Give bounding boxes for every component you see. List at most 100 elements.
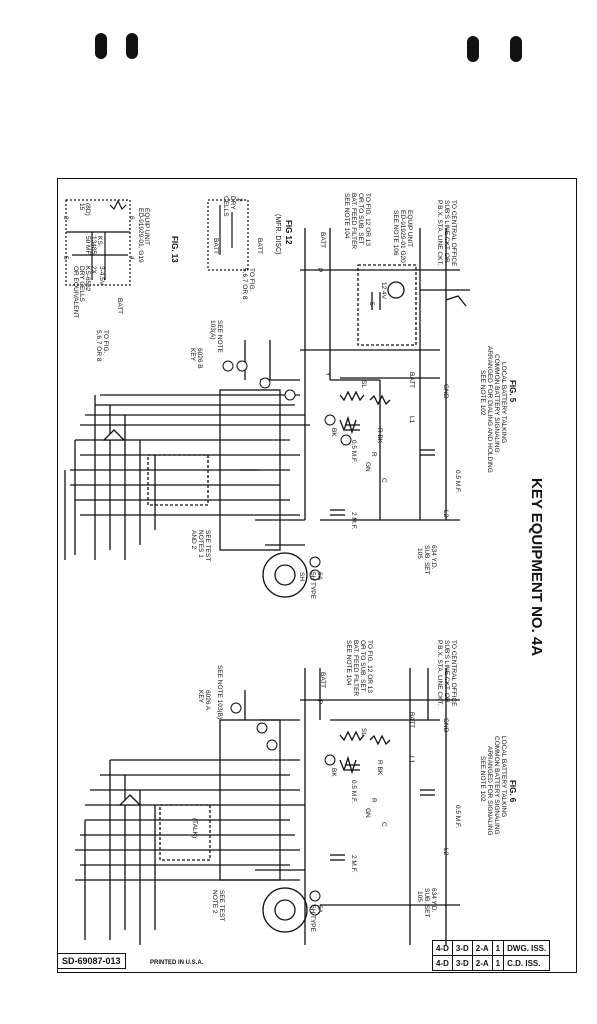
fig5-lbl-5: 5 bbox=[368, 302, 375, 306]
fig13-res-1: KS- bbox=[96, 236, 103, 247]
fig13 bbox=[65, 199, 131, 286]
fig5-markers bbox=[222, 360, 352, 581]
fig13-term-5: 5 bbox=[62, 256, 69, 260]
fig5-tofig-2: OR TO SUB. SET bbox=[357, 193, 364, 245]
fig5-desc-2: COMMON BATTERY SIGNALING bbox=[493, 354, 500, 453]
fig6-lbl-sl: SL bbox=[360, 728, 367, 736]
fig5-seenote-1: SEE NOTE bbox=[216, 320, 223, 354]
fig5-tofig-3: BAT. FEED FILTER bbox=[350, 193, 357, 249]
fig5-lbl-sh: SH bbox=[298, 572, 305, 581]
fig5-lbl-r: R bbox=[370, 452, 377, 457]
fig12-tofig-1: TO FIG. bbox=[248, 268, 255, 292]
fig5-tofig-1: TO FIG. 12 OR 13 bbox=[364, 193, 371, 246]
fig12-tofig-2: 5,6,7 OR 8 bbox=[241, 268, 248, 300]
fig12-cells-3: CELLS bbox=[222, 196, 229, 217]
fig6-tofig-1: TO FIG. 12 OR 13 bbox=[366, 640, 373, 693]
fig5-seenote-2: 103(A) bbox=[209, 320, 216, 340]
fig6-dial-2: 5H TYPE bbox=[309, 905, 316, 933]
fig5-lbl-rbk: R BK bbox=[376, 428, 383, 444]
fig6-desc-2: COMMON BATTERY SIGNALING bbox=[493, 736, 500, 835]
fig5-desc-4: SEE NOTE 102 bbox=[479, 370, 486, 416]
fig6-lbl-bk: BK bbox=[330, 768, 337, 777]
fig5-dial-1: 6A bbox=[316, 572, 323, 581]
fig6-dial-1: 6A bbox=[316, 905, 323, 914]
fig6-cap-1: 0.5 M.F. bbox=[350, 780, 357, 803]
issue-cell: 1 bbox=[491, 955, 505, 971]
fig5-desc-1: LOCAL BATTERY TALKING bbox=[500, 362, 507, 443]
fig6-talk: (TALK) bbox=[191, 818, 198, 838]
fig5-toco-2: SUB'S LINE CKT. OR bbox=[443, 200, 450, 263]
issue-label: C.D. ISS. bbox=[503, 955, 551, 971]
fig6-test-1: SEE TEST bbox=[218, 890, 225, 921]
fig12 bbox=[207, 199, 249, 271]
fig6-lbl-c: C bbox=[380, 822, 387, 827]
issue-cell: 4-D bbox=[432, 955, 453, 971]
fig5-lbl-c: C bbox=[380, 478, 387, 483]
fig5-subset-1: 634 Y.D. bbox=[430, 545, 437, 570]
page-title: KEY EQUIPMENT NO. 4A bbox=[528, 478, 545, 656]
fig13-tofig-2: 5,6,7 OR 8 bbox=[95, 330, 102, 362]
fig13-dry-3: OR EQUIVALENT bbox=[72, 266, 79, 318]
fig6-key-1: 6026 A bbox=[204, 690, 211, 711]
issue-label: DWG. ISS. bbox=[503, 940, 551, 956]
fig6-key-2: KEY bbox=[197, 690, 204, 704]
fig6-subset-2: SUB. SET bbox=[423, 888, 430, 918]
fig5-test-3: AND 2 bbox=[190, 530, 197, 550]
fig5-lbl-bk: BK bbox=[330, 428, 337, 437]
fig5-lbl-batt-b: BATT bbox=[408, 372, 415, 388]
fig13-term-4: 4 bbox=[128, 256, 135, 260]
issue-cell: 2-A bbox=[471, 940, 493, 956]
fig13-title: FIG. 13 bbox=[170, 236, 179, 263]
fig6-title: FIG. 6 bbox=[508, 780, 517, 803]
fig5-subset-3: 105 bbox=[416, 548, 423, 559]
issue-cell: 3-D bbox=[451, 955, 473, 971]
fig12-cells-2: DRY bbox=[229, 196, 236, 210]
fig12-batt-a: BATT bbox=[212, 238, 219, 254]
fig6-desc-3: ARRANGED FOR SIGNALING bbox=[486, 746, 493, 836]
fig6-lbl-batt-a: BATT bbox=[319, 672, 326, 688]
issue-cell: 2-A bbox=[471, 955, 493, 971]
fig13-cap-1: (8D) bbox=[84, 203, 91, 216]
fig6-test-2: NOTE 2 bbox=[211, 890, 218, 914]
fig5-lbl-gn: GN bbox=[364, 462, 371, 472]
fig6-toco-2: SUB'S LINE CKT. OR bbox=[443, 640, 450, 703]
fig6-desc-4: SEE NOTE 102 bbox=[479, 756, 486, 802]
fig12-batt-b: BATT bbox=[256, 238, 263, 254]
issue-cell: 3-D bbox=[451, 940, 473, 956]
fig13-dry-2: DRY CELLS bbox=[78, 266, 85, 303]
printed-in: PRINTED IN U.S.A. bbox=[150, 960, 204, 966]
fig13-equip-1: EQUIP UNIT bbox=[143, 208, 150, 245]
fig5-cap-3: 0.5 M.F. bbox=[454, 470, 461, 493]
fig5-title: FIG. 5 bbox=[508, 380, 517, 403]
fig6-lbl-gnd: GND bbox=[442, 718, 449, 733]
fig5-cap-1: 0.5 M.F. bbox=[350, 440, 357, 463]
fig5-equip-1: EQUIP UNIT bbox=[406, 210, 413, 247]
fig12-cells-1: 2 bbox=[236, 198, 243, 202]
drawing-border bbox=[57, 178, 577, 973]
fig6-subset-3: 105 bbox=[416, 891, 423, 902]
issue-cell: 1 bbox=[491, 940, 505, 956]
fig6-seenote: SEE NOTE 103(B) bbox=[216, 665, 223, 719]
fig6-wiring bbox=[75, 668, 460, 945]
fig13-dry-1: 3-4.5V bbox=[98, 266, 105, 286]
fig5-equip-3: SEE NOTE 106 bbox=[392, 210, 399, 256]
fig5-equip-2: ED-91929-01 G20 bbox=[399, 210, 406, 263]
fig6-cap-2: 2 M.F. bbox=[350, 855, 357, 873]
punch-hole bbox=[95, 33, 107, 59]
fig6-lbl-rbk: R BK bbox=[376, 760, 383, 776]
fig6-toco-1: TO CENTRAL OFFICE bbox=[450, 640, 457, 707]
issue-row-dwg: 4-D 3-D 2-A 1 DWG. ISS. bbox=[432, 940, 551, 956]
fig13-cell-1: 2X bbox=[90, 266, 97, 275]
fig13-res-3: 50 MF bbox=[84, 236, 91, 254]
issue-cell: 4-D bbox=[432, 940, 453, 956]
fig13-equip-2: ED-91929-01, G19 bbox=[137, 208, 144, 263]
punch-hole bbox=[126, 33, 138, 59]
fig5-toco-1: TO CENTRAL OFFICE bbox=[450, 200, 457, 267]
fig6-tofig-3: BAT. FEED FILTER bbox=[352, 640, 359, 696]
fig5-lbl-volt: 12.4V bbox=[380, 282, 387, 300]
fig13-cell-2: KS-6562 bbox=[84, 266, 91, 292]
fig5-wiring bbox=[64, 228, 470, 598]
fig13-cap-2: 15 bbox=[78, 203, 85, 211]
